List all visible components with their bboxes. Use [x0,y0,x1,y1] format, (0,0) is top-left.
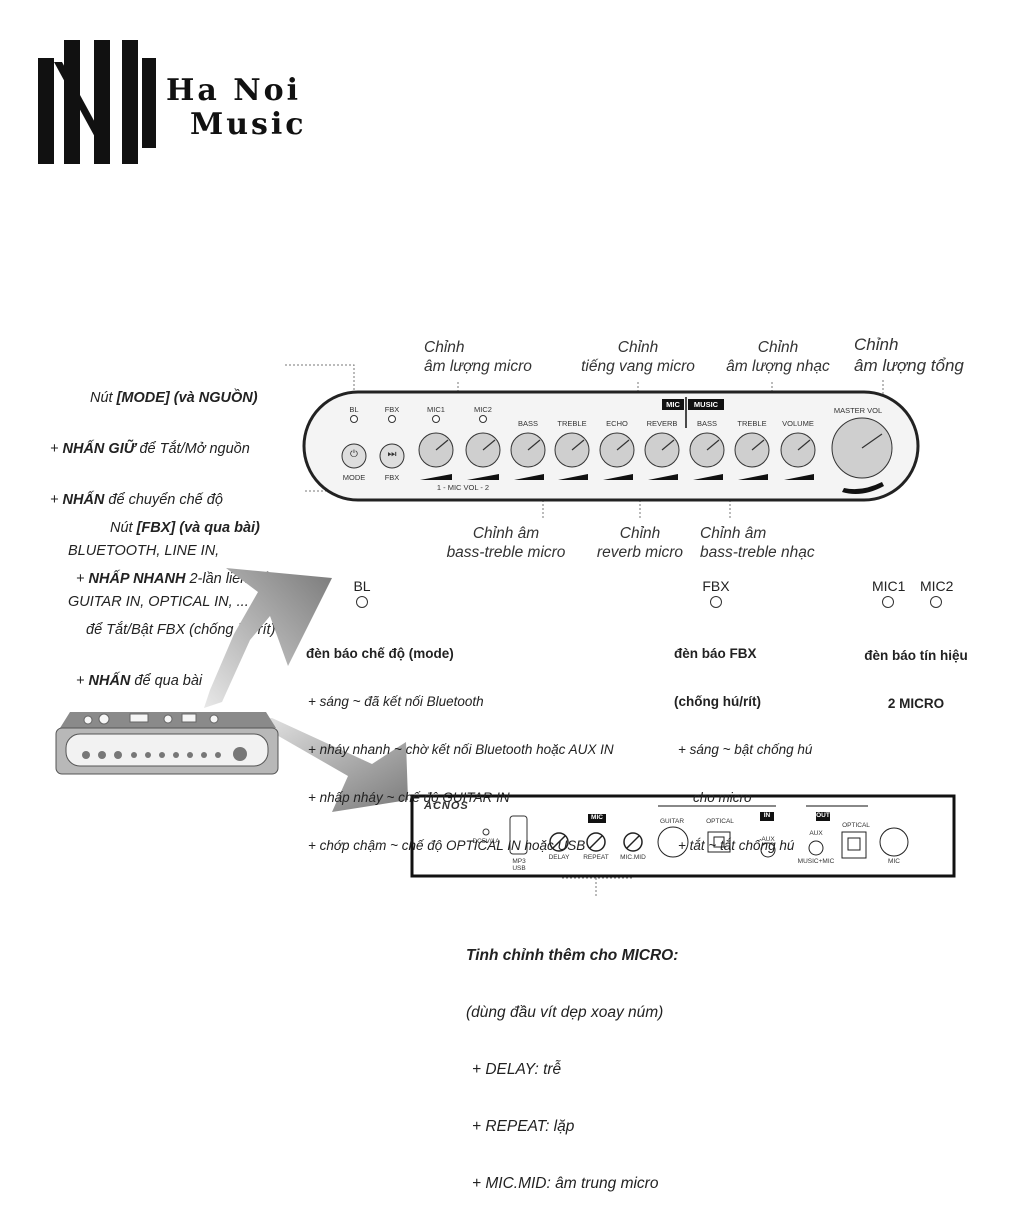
power-icon: ⏻ [350,449,358,460]
panel-led-mic1-label: MIC1 [427,405,445,414]
ind-mic2-led [930,596,942,608]
rear-dc-label: DC5V/1A [472,838,500,845]
rear-guitar-label: GUITAR [659,818,685,825]
led-bl [350,415,358,423]
ind-fbx-led [710,596,722,608]
aux-out-jack [808,840,824,856]
ind-mic2-label: MIC2 [920,578,954,594]
logo-line1: Ha Noi [166,73,302,108]
led-fbx [388,415,396,423]
panel-led-mic2-label: MIC2 [474,405,492,414]
rear-repeat-label: REPEAT [583,854,609,861]
rear-brand: ACNOS [424,800,469,812]
led-mic2 [479,415,487,423]
rear-out-tag: OUT [816,812,830,819]
callout-echo: Chỉnh tiếng vang micro [581,339,695,375]
panel-mic-vol-label: 1 - MIC VOL - 2 [436,483,490,492]
fbx-button [379,443,405,469]
arrow-to-front-panel [204,568,332,708]
ind-bl-label: BL [353,578,371,594]
skip-icon: ⏭ [387,449,397,460]
panel-led-bl-label: BL [349,405,359,414]
ind-mic1-label: MIC1 [872,578,906,594]
panel-knob-treble-mic: TREBLE [557,419,587,428]
ind-mic1-led [882,596,894,608]
mode-button [341,443,367,469]
panel-knob-bass-mic: BASS [517,419,538,428]
front-panel [302,390,920,502]
micro-tuning-note: Tinh chỉnh thêm cho MICRO: (dùng đầu vít… [466,947,679,1192]
callout-mic-bass-treble: Chỉnh âm bass-treble micro [446,525,566,561]
ind-fbx-label: FBX [702,578,730,594]
rear-mic-tag: MIC [591,814,603,821]
panel-knob-bass-music: BASS [696,419,717,428]
mode-note: Nút [MODE] (và NGUỒN) + NHẤN GIỮ để Tắt/… [50,390,258,610]
led-mic1 [432,415,440,423]
panel-knob-volume: VOLUME [782,419,814,428]
speaker-device [55,712,279,775]
callout-music-bass-treble: Chỉnh âm bass-treble nhạc [700,525,815,561]
panel-master-label: MASTER VOL [833,406,883,415]
callout-master: Chỉnh âm lượng tổng [854,335,964,375]
panel-knob-treble-music: TREBLE [737,419,767,428]
panel-knob-echo: ECHO [606,419,628,428]
panel-fbx-label: FBX [384,473,400,482]
callout-reverb: Chỉnh reverb micro [596,525,684,561]
guitar-jack [657,826,689,858]
panel-mode-label: MODE [342,473,366,482]
rear-panel [410,794,956,878]
panel-knob-reverb: REVERB [646,419,678,428]
rear-optical-in-label: OPTICAL [706,818,734,825]
rear-delay-label: DELAY [548,854,570,861]
ind-fbx-note: đèn báo FBX (chống hú/rít) + sáng ~ bật … [674,646,813,853]
logo-line2: Music [190,107,307,142]
logo-mark [38,40,156,164]
callout-music-volume: Chỉnh âm lượng nhạc [726,339,830,375]
panel-led-fbx-label: FBX [384,405,400,414]
rear-aux-out-sub: MUSIC+MIC [797,858,835,865]
rear-optical-out-label: OPTICAL [842,822,870,829]
arrow-to-rear-panel [244,718,408,812]
aux-in-jack [760,842,776,858]
ind-mic-note: đèn báo tín hiệu 2 MICRO [864,648,968,711]
rear-in-tag: IN [763,812,771,819]
rear-mic-jack-label: MIC [888,858,900,865]
rear-micmid-label: MIC.MID [620,854,646,861]
callout-mic-volume: Chỉnh âm lượng micro [424,339,532,375]
rear-aux-in-label: AUX [761,836,775,843]
rear-aux-out-label: AUX [809,830,823,837]
dc-port [482,828,490,836]
ind-bl-note: đèn báo chế độ (mode) + sáng ~ đã kết nố… [306,646,614,853]
usb-port [509,815,528,855]
panel-mic-tag: MIC [666,400,680,409]
panel-music-tag: MUSIC [693,400,719,409]
ind-bl-led [356,596,368,608]
arrows-and-device [55,568,956,878]
mic-jack [879,827,909,857]
rear-usb-label: MP3 USB [512,858,526,872]
